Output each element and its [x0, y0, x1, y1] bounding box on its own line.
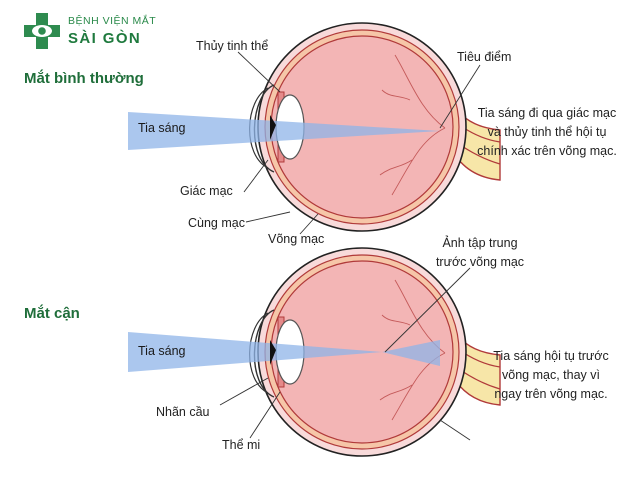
- image-focus-label: Ảnh tập trung trước võng mạc: [420, 234, 540, 272]
- retina-label: Võng mạc: [268, 232, 325, 246]
- normal-eye-description: Tia sáng đi qua giác mạc và thủy tinh th…: [462, 104, 632, 161]
- myopic-description-line: ngay trên võng mạc.: [494, 387, 608, 401]
- lens-label: Thủy tinh thể: [196, 39, 269, 53]
- eyeball-label: Nhãn cầu: [156, 405, 210, 419]
- normal-description-line: Tia sáng đi qua giác mạc: [477, 106, 617, 120]
- light-ray-label: Tia sáng: [138, 121, 186, 135]
- light-ray-label-2: Tia sáng: [138, 344, 186, 358]
- hospital-logo: BỆNH VIỆN MẮT SÀI GÒN: [24, 13, 174, 57]
- myopic-description-line: võng mạc, thay vì: [502, 368, 600, 382]
- normal-eye-title: Mắt bình thường: [24, 70, 144, 87]
- eye-cross-icon: [24, 13, 60, 49]
- light-ray: [128, 332, 382, 372]
- myopic-eye: [128, 247, 501, 457]
- myopic-eye-description: Tia sáng hội tụ trước võng mạc, thay vì …: [476, 347, 626, 404]
- logo-line1: BỆNH VIỆN MẮT: [68, 15, 157, 27]
- myopic-eye-title: Mắt cận: [24, 305, 80, 322]
- image-focus-line: trước võng mạc: [435, 255, 525, 269]
- image-focus-line: Ảnh tập trung: [442, 236, 518, 250]
- logo-line2: SÀI GÒN: [68, 30, 142, 47]
- light-ray: [128, 112, 440, 150]
- normal-description-line: chính xác trên võng mạc.: [477, 144, 617, 158]
- cornea-label: Giác mạc: [180, 184, 233, 198]
- normal-eye: [128, 22, 501, 235]
- sclera-label: Cùng mạc: [188, 216, 245, 230]
- myopic-description-line: Tia sáng hội tụ trước: [493, 349, 609, 363]
- focal-point-label: Tiêu điểm: [457, 50, 512, 64]
- ciliary-body-label: Thể mi: [222, 438, 261, 452]
- normal-description-line: và thủy tinh thể hội tụ: [487, 125, 607, 139]
